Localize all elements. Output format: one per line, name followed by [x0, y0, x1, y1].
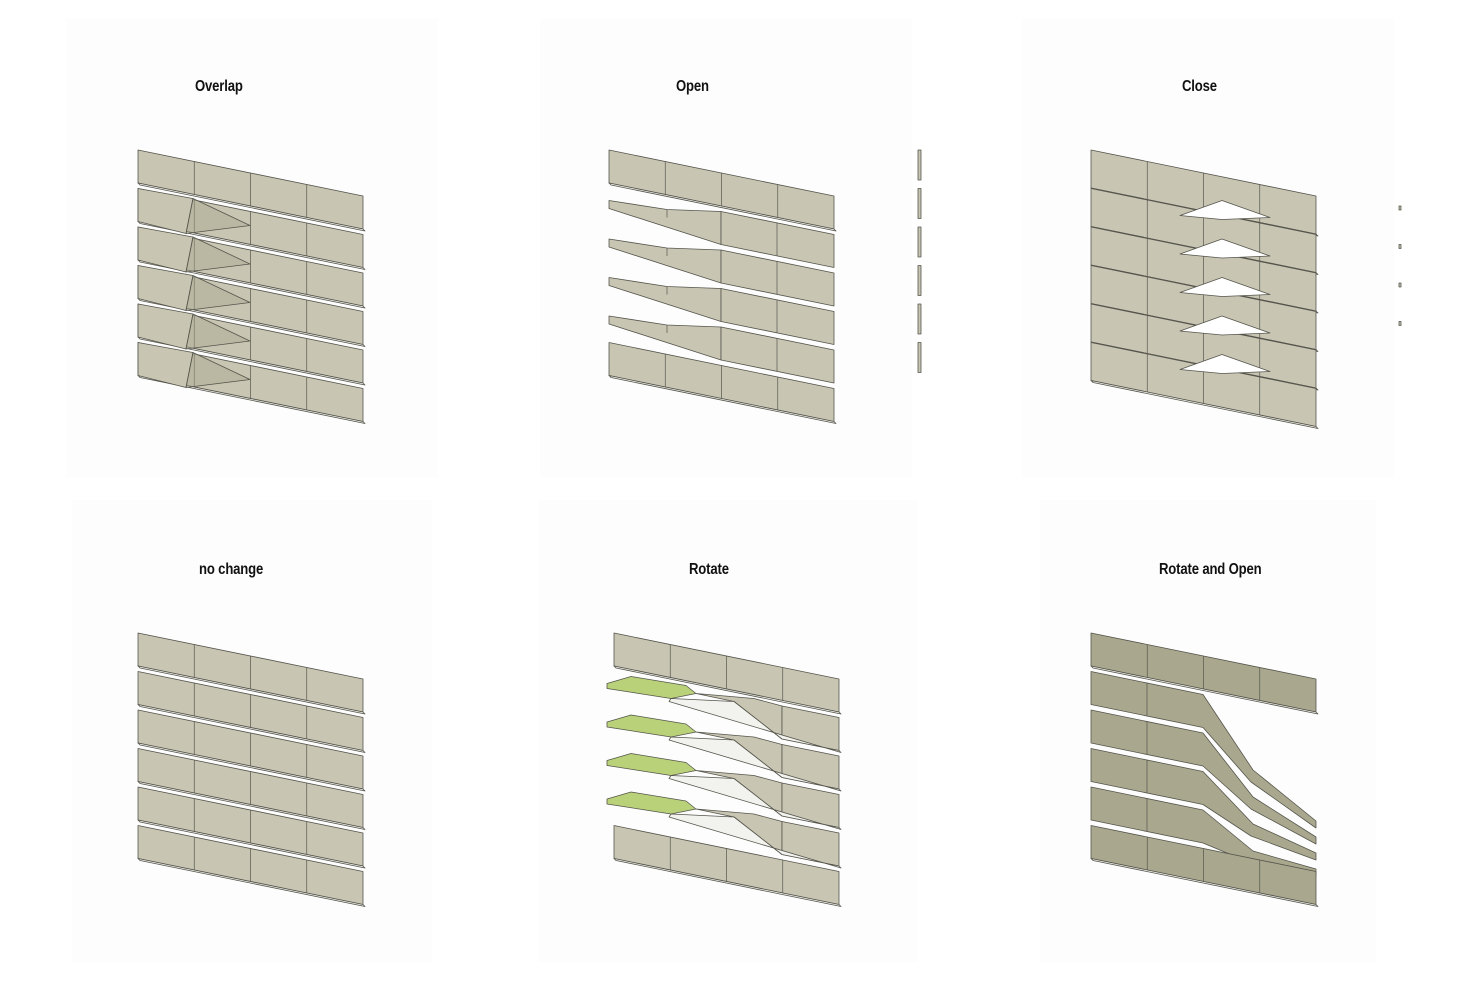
- overlap-fold-panel: [137, 265, 194, 311]
- close-lens-opening: [1179, 200, 1271, 220]
- overlap-row-underside: [137, 298, 366, 347]
- open-side-section: [917, 303, 922, 335]
- rotate-underside: [668, 736, 842, 792]
- diagram-panel-no-change: [72, 500, 432, 962]
- close-lens-opening: [1179, 277, 1271, 297]
- no-change-row-underside: [137, 858, 366, 907]
- rotate-underside: [668, 698, 842, 753]
- rotate-green-panel: [606, 791, 697, 815]
- close-lens-opening: [1179, 354, 1271, 374]
- open-taper-panel: [608, 277, 722, 322]
- no-change-row-underside: [137, 665, 366, 715]
- overlap-fold-shadow: [185, 275, 251, 311]
- open-side-section: [917, 188, 922, 219]
- overlap-fold-shadow: [185, 352, 251, 388]
- close-lens-opening: [1179, 315, 1271, 336]
- open-side-section: [917, 342, 922, 373]
- diagram-panel-rotate: [538, 500, 918, 962]
- rotate-underside: [668, 813, 842, 869]
- open-row-underside: [608, 182, 837, 232]
- open-row-right: [720, 288, 835, 345]
- title-rotate-open: Rotate and Open: [1159, 561, 1262, 578]
- open-row-right: [720, 249, 835, 307]
- open-side-section: [917, 149, 922, 181]
- overlap-fold-panel: [137, 188, 194, 234]
- close-side-marker: [1398, 205, 1402, 211]
- overlap-fold-panel: [137, 226, 194, 273]
- title-no-change: no change: [199, 561, 264, 578]
- rotate-open-row-underside: [1090, 665, 1319, 715]
- title-close: Close: [1182, 78, 1217, 95]
- overlap-fold-panel: [137, 303, 194, 350]
- open-taper-panel: [608, 200, 722, 245]
- rotate-green-panel: [606, 714, 697, 738]
- open-row-underside: [608, 375, 837, 424]
- overlap-fold-shadow: [185, 198, 251, 234]
- overlap-fold-shadow: [185, 236, 251, 273]
- open-side-section: [917, 226, 922, 258]
- overlap-row-underside: [137, 336, 366, 386]
- overlap-row-underside: [137, 375, 366, 424]
- close-side-marker: [1398, 282, 1402, 288]
- close-lens-opening: [1179, 238, 1271, 259]
- open-side-section: [917, 265, 922, 296]
- title-rotate: Rotate: [689, 561, 729, 578]
- rotate-underside: [668, 775, 842, 830]
- no-change-row-underside: [137, 819, 366, 869]
- open-row-right: [720, 326, 835, 384]
- overlap-fold-panel: [137, 342, 194, 388]
- close-row-underside: [1090, 380, 1319, 429]
- rotate-green-panel: [606, 753, 697, 776]
- overlap-row-underside: [137, 182, 366, 232]
- diagram-panel-overlap: [66, 18, 438, 478]
- no-change-row-underside: [137, 704, 366, 753]
- overlap-fold-shadow: [185, 313, 251, 350]
- rotate-row-underside: [613, 665, 842, 715]
- rotate-row-underside: [613, 858, 842, 907]
- overlap-row-underside: [137, 221, 366, 270]
- title-overlap: Overlap: [195, 78, 243, 95]
- close-side-marker: [1398, 321, 1402, 326]
- overlap-row-underside: [137, 259, 366, 309]
- no-change-row-underside: [137, 742, 366, 792]
- close-side-marker: [1398, 244, 1402, 249]
- open-taper-panel: [608, 238, 722, 284]
- open-row-right: [720, 211, 835, 268]
- rotate-open-row-underside: [1090, 858, 1319, 907]
- title-open: Open: [676, 78, 709, 95]
- no-change-row-underside: [137, 781, 366, 830]
